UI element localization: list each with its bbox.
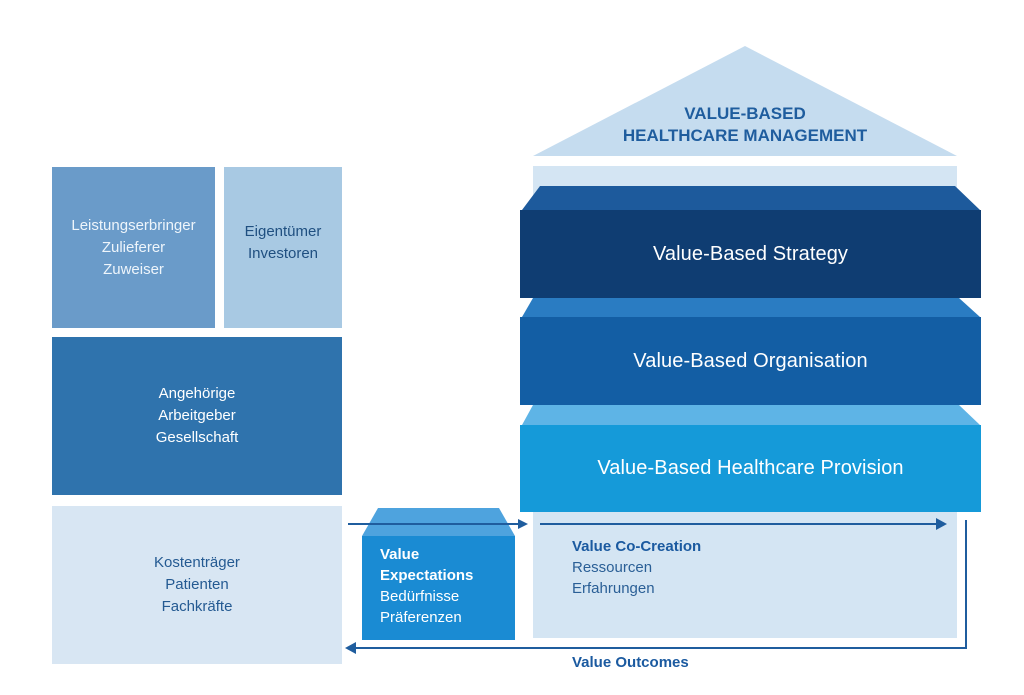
expectations-item: Präferenzen <box>380 609 462 626</box>
arrowhead-outcomes <box>345 642 356 654</box>
stakeholder-label: Arbeitgeber <box>158 407 236 424</box>
stakeholder-box-owners: Eigentümer Investoren <box>224 167 342 328</box>
stakeholder-label: Investoren <box>247 245 319 262</box>
stakeholder-label: Fachkräfte <box>161 598 233 615</box>
organisation-layer-label: Value-Based Organisation <box>633 349 868 372</box>
stakeholder-box-providers: Leistungserbringer Zulieferer Zuweiser <box>52 167 215 328</box>
outcomes-label: Value Outcomes <box>572 654 689 671</box>
stakeholder-label: Gesellschaft <box>155 429 239 446</box>
expectations-box <box>362 536 515 640</box>
arrowhead-expectations <box>518 519 528 529</box>
expectations-title-line1: Value <box>380 546 420 563</box>
roof-title-line2: HEALTHCARE MANAGEMENT <box>622 126 868 145</box>
organisation-layer <box>520 317 981 405</box>
stakeholder-label: Patienten <box>165 576 229 593</box>
strategy-layer-top <box>522 186 980 210</box>
roof-title: VALUE-BASED HEALTHCARE MANAGEMENT <box>533 103 957 147</box>
arrows <box>348 520 967 649</box>
expectations-title-line2: Expectations <box>380 567 474 584</box>
arrowhead-cocreation <box>936 518 947 530</box>
stakeholder-label: Zuweiser <box>103 260 164 278</box>
expectations-item: Bedürfnisse <box>380 588 460 605</box>
provision-layer-label: Value-Based Healthcare Provision <box>597 457 904 479</box>
stakeholder-label: Angehörige <box>158 385 236 402</box>
expectations-text: Value Expectations Bedürfnisse Präferenz… <box>380 544 510 628</box>
stakeholder-label: Kostenträger <box>154 554 240 571</box>
strategy-layer <box>520 210 981 298</box>
strategy-layer-label: Value-Based Strategy <box>652 242 849 265</box>
organisation-layer-top <box>522 298 980 317</box>
provision-layer-top <box>522 405 980 425</box>
cocreation-text: Value Co-Creation Ressourcen Erfahrungen <box>572 536 872 599</box>
expectations-box-top <box>362 508 515 536</box>
stakeholder-box-society: Angehörige Arbeitgeber Gesellschaft <box>52 337 342 495</box>
provision-layer <box>520 425 981 512</box>
stakeholder-label: Zulieferer <box>101 238 166 256</box>
stakeholder-box-payers: Kostenträger Patienten Fachkräfte <box>52 506 342 664</box>
cocreation-item: Ressourcen <box>572 559 653 576</box>
stakeholder-label: Leistungserbringer <box>71 216 196 234</box>
roof-title-line1: VALUE-BASED <box>684 104 806 123</box>
stakeholder-label: Eigentümer <box>244 223 322 240</box>
cocreation-item: Erfahrungen <box>572 580 655 597</box>
cocreation-title: Value Co-Creation <box>572 538 702 555</box>
